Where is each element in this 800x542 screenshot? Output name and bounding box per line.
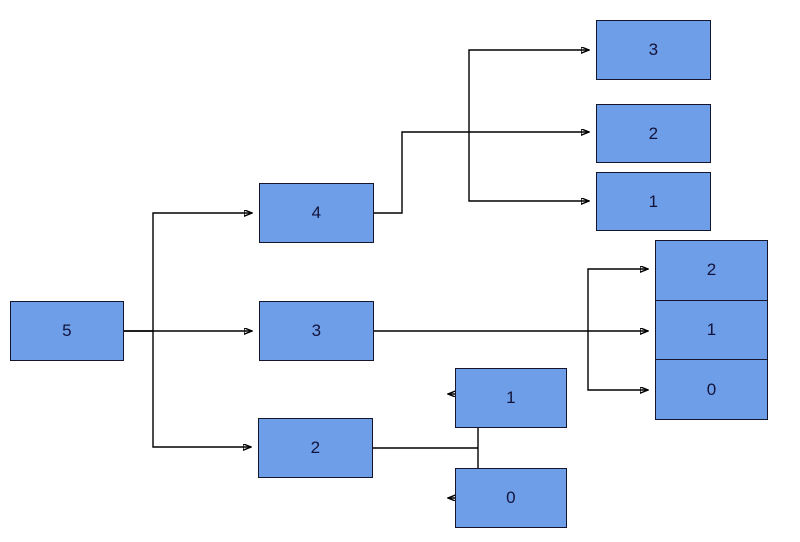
edge-4-stem	[374, 131, 469, 214]
edge-5-to-2	[152, 331, 251, 447]
node-0-bottom[interactable]: 0	[455, 468, 567, 528]
node-1-top-right[interactable]: 1	[596, 172, 711, 231]
stack-cell-1[interactable]: 1	[656, 301, 767, 361]
stack-cell-2[interactable]: 2	[656, 241, 767, 301]
node-label: 0	[506, 488, 516, 507]
node-root-5[interactable]: 5	[10, 301, 124, 361]
node-1-bottom[interactable]: 1	[455, 368, 567, 428]
node-label: 2	[648, 123, 659, 143]
edge-4-to-1top	[468, 132, 589, 201]
node-4[interactable]: 4	[259, 183, 374, 243]
stack-cell-0[interactable]: 0	[656, 360, 767, 419]
stack-cell-label: 0	[706, 379, 717, 399]
edge-3-to-stack-0	[587, 331, 648, 390]
node-3-top-right[interactable]: 3	[596, 20, 711, 80]
node-2-top-right[interactable]: 2	[596, 104, 711, 163]
node-label: 1	[506, 388, 516, 407]
edge-4-to-3top	[468, 50, 589, 132]
edge-3-to-stack-2	[587, 269, 648, 331]
stack-cell-label: 2	[706, 260, 717, 280]
node-label: 3	[311, 321, 322, 340]
node-label: 1	[648, 191, 659, 211]
node-3-middle[interactable]: 3	[259, 301, 374, 361]
node-label: 5	[62, 321, 72, 340]
node-label: 2	[310, 438, 321, 457]
node-2-lower[interactable]: 2	[258, 418, 373, 478]
edge-5-to-4	[124, 213, 252, 332]
stack-cell-label: 1	[706, 320, 717, 339]
node-label: 4	[311, 203, 322, 222]
node-stack-right[interactable]: 2 1 0	[655, 240, 768, 420]
node-label: 3	[648, 40, 659, 59]
